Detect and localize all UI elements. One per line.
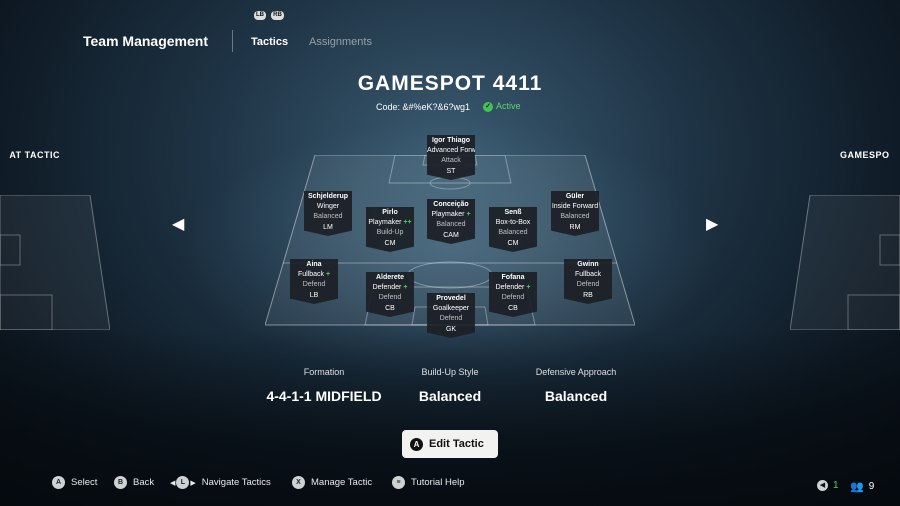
player-card-gk[interactable]: Provedel Goalkeeper Defend GK [427,293,475,338]
player-card-lm[interactable]: Schjelderup Winger Balanced LM [304,191,352,236]
next-tactic-label[interactable]: GAMESPO [840,150,890,160]
defense-value: Balanced [544,388,608,404]
menu-button-icon: ≡ [392,476,405,489]
friends-icon: 👥 [850,481,864,493]
background-shade [0,330,900,506]
l-stick-icon: L [176,476,190,489]
notifications[interactable]: ◀1 [817,480,839,491]
tab-assignments[interactable]: Assignments [309,36,372,48]
formation-label: Formation [303,367,345,377]
edit-tactic-label: Edit Tactic [429,438,484,450]
tactic-name: GAMESPOT 4411 [357,72,543,95]
x-button-icon: X [292,476,305,489]
b-button-icon: B [114,476,127,489]
check-icon: ✓ [483,101,493,112]
next-arrow-icon[interactable]: ▶ [706,216,719,233]
tactic-code: Code: &#%eK?&6?wg1 [376,102,471,112]
tab-tactics[interactable]: Tactics [251,36,289,48]
defense-label: Defensive Approach [535,367,617,377]
prev-tactic-label[interactable]: AT TACTIC [9,150,60,160]
player-card-rcb[interactable]: Fofana Defender + Defend CB [489,272,537,317]
prev-arrow-icon[interactable]: ◀ [172,216,185,233]
buildup-value: Balanced [418,388,482,404]
friends[interactable]: 👥9 [850,480,874,493]
player-card-st[interactable]: Igor Thiago Advanced Forward + Attack ST [427,135,475,180]
status-text: Active [496,101,521,111]
buildup-label: Build-Up Style [421,367,479,377]
prev-tactic-pitch[interactable] [0,195,110,330]
status-badge: ✓Active [483,101,521,112]
friends-count: 9 [868,481,875,492]
megaphone-icon: ◀ [817,480,828,491]
header-divider [232,30,233,52]
player-card-rb[interactable]: Gwinn Fullback Defend RB [564,259,612,304]
player-card-rm[interactable]: Güler Inside Forward Balanced RM [551,191,599,236]
page-title: Team Management [83,33,208,49]
footer-navigate[interactable]: ◀L▶Navigate Tactics [170,476,271,489]
formation-value: 4-4-1-1 MIDFIELD [266,388,382,404]
player-card-lcm[interactable]: Pirlo Playmaker ++ Build-Up CM [366,207,414,252]
player-card-lb[interactable]: Aina Fullback + Defend LB [290,259,338,304]
rb-bumper-icon[interactable]: RB [271,11,284,20]
chevron-right-icon: ▶ [190,479,196,487]
notification-count: 1 [833,480,839,491]
a-button-icon: A [52,476,65,489]
chevron-left-icon: ◀ [170,479,176,487]
next-tactic-pitch[interactable] [790,195,900,330]
edit-tactic-button[interactable]: A Edit Tactic [402,430,498,458]
lb-bumper-icon[interactable]: LB [254,11,266,20]
player-card-cam[interactable]: Conceição Playmaker + Balanced CAM [427,199,475,244]
a-button-icon: A [410,437,423,451]
player-card-rcm[interactable]: Senß Box-to-Box Balanced CM [489,207,537,252]
footer-tutorial[interactable]: ≡Tutorial Help [392,476,465,489]
player-card-lcb[interactable]: Alderete Defender + Defend CB [366,272,414,317]
